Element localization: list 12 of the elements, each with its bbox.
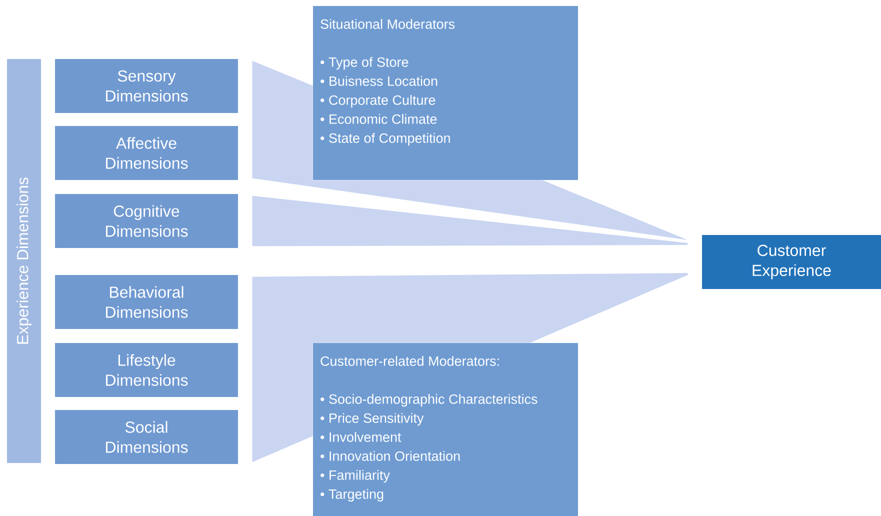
dimension-box: Lifestyle Dimensions	[55, 342, 238, 397]
moderator-box: Situational Moderators • Type of Store • Buisness Location • Corporate Culture • Economic Climate • State of Competition	[313, 6, 578, 180]
dimension-box: Sensory Dimensions	[55, 59, 238, 113]
moderator-box: Customer-related Moderators: • Socio-demographic Characteristics • Price Sensitivity • Involvement • Innovation Orientation • Familiarity • Targeting	[313, 342, 578, 516]
dimension-box: Social Dimensions	[55, 410, 238, 464]
funnel-connector	[252, 196, 688, 246]
dimension-box: Affective Dimensions	[55, 126, 238, 180]
funnel-connector	[252, 273, 688, 462]
result-box: Customer Experience	[702, 235, 881, 289]
dimension-box: Cognitive Dimensions	[55, 194, 238, 248]
dimension-box: Behavioral Dimensions	[55, 275, 238, 329]
dimension-bar: Experience Dimensions	[7, 59, 41, 463]
